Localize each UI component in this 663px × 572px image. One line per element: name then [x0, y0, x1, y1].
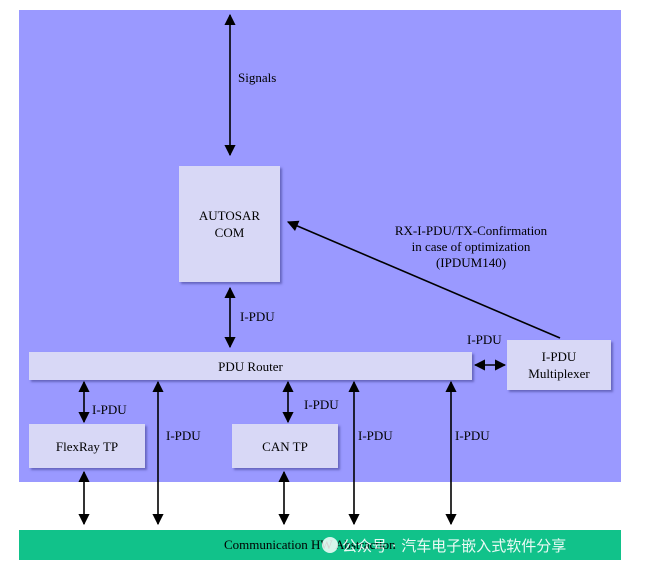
pdu-router-label: PDU Router	[218, 358, 283, 374]
flexray-tp-label: FlexRay TP	[55, 438, 119, 454]
rx-confirmation-label: RX-I-PDU/TX-Confirmation in case of opti…	[376, 223, 566, 271]
pdu-router-box: PDU Router	[29, 352, 472, 380]
rx-label-line3: (IPDUM140)	[435, 255, 507, 270]
ipdu-multiplexer-label-line2: Multiplexer	[528, 366, 590, 381]
ipdu-multiplexer-box: I-PDU Multiplexer	[507, 340, 611, 390]
ipdu-bypass-left-label: I-PDU	[166, 428, 201, 443]
ipdu-multiplexer-label-line1: I-PDU	[541, 349, 577, 364]
autosar-com-label-line1: AUTOSAR	[198, 208, 261, 223]
autosar-com-label-line2: COM	[214, 225, 245, 240]
ipdu-bypass-mid-label: I-PDU	[358, 428, 393, 443]
communication-hw-abstraction-label: Communication HW Abstraction	[224, 537, 396, 552]
rx-label-line2: in case of optimization	[411, 239, 531, 254]
ipdu-router-cantp-label: I-PDU	[304, 397, 339, 412]
can-tp-label: CAN TP	[262, 438, 308, 454]
watermark-logo-icon	[322, 537, 338, 553]
rx-label-line1: RX-I-PDU/TX-Confirmation	[394, 223, 548, 238]
ipdu-com-router-label: I-PDU	[240, 309, 275, 324]
ipdu-router-flexray-label: I-PDU	[92, 402, 127, 417]
signals-label: Signals	[238, 70, 277, 85]
watermark-text: 公众号 · 汽车电子嵌入式软件分享	[342, 537, 567, 555]
can-tp-box: CAN TP	[232, 424, 338, 468]
autosar-com-box: AUTOSAR COM	[179, 166, 280, 282]
diagram-background	[19, 10, 621, 482]
watermark: 公众号 · 汽车电子嵌入式软件分享	[322, 535, 566, 556]
mux-to-com-arrow	[286, 220, 561, 339]
ipdu-router-mux-label: I-PDU	[467, 332, 502, 347]
flexray-tp-box: FlexRay TP	[29, 424, 145, 468]
communication-hw-abstraction-bar	[19, 530, 621, 560]
ipdu-bypass-right-label: I-PDU	[455, 428, 490, 443]
